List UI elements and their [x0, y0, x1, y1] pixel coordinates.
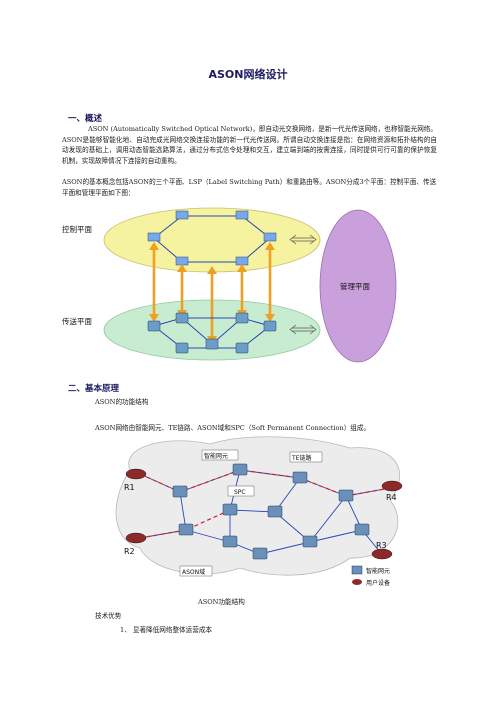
ason-function-structure-diagram: R1 R2 R3 R4 智能网元 TE链路 SPC ASON域 智能网元 用户设…	[115, 436, 403, 587]
router-r1-label: R1	[124, 483, 135, 492]
function-structure-label: ASON的功能结构	[95, 398, 149, 406]
legend-smart-ne-label: 智能网元	[366, 567, 390, 575]
document-title: ASON网络设计	[208, 68, 288, 81]
legend: 智能网元 用户设备	[351, 565, 390, 587]
section-heading-principle: 二、基本原理	[68, 384, 120, 394]
ason-domain-callout: ASON域	[182, 568, 205, 576]
advantage-item-1: 1、 显著降低网络整体运营成本	[120, 626, 213, 634]
ason-domain-cloud	[115, 436, 400, 576]
transport-plane-label: 传送平面	[62, 316, 92, 326]
figure-caption: ASON功能结构	[198, 598, 245, 606]
transport-plane-nodes	[147, 312, 277, 354]
control-plane-label: 控制平面	[62, 224, 92, 234]
ason-planes-diagram: 控制平面 传送平面 管理平面	[62, 207, 397, 363]
legend-smart-ne-icon	[351, 565, 363, 575]
composition-text: ASON网络由智能网元、TE链路、ASON域和SPC（Soft Permanen…	[95, 424, 371, 432]
control-plane-nodes	[147, 210, 277, 266]
management-arrows	[289, 234, 317, 335]
spc-callout: SPC	[234, 489, 246, 496]
tech-advantage-heading: 技术优势	[95, 612, 122, 620]
overview-paragraph: ASON (Automatically Switched Optical Net…	[62, 125, 437, 165]
legend-user-device-label: 用户设备	[366, 579, 390, 587]
user-device-routers	[125, 468, 403, 560]
legend-user-device-icon	[352, 579, 362, 585]
plane-arrows	[152, 246, 272, 340]
smart-ne-callout: 智能网元	[204, 452, 228, 460]
section-heading-overview: 一、概述	[68, 114, 103, 124]
router-r4-label: R4	[386, 493, 397, 502]
smart-ne-nodes	[172, 463, 370, 560]
overview-paragraph-planes: ASON的基本概念包括ASON的三个平面、LSP（Label Switching…	[62, 178, 437, 197]
management-plane-ellipse	[319, 209, 397, 363]
management-plane-label: 管理平面	[340, 281, 370, 291]
te-link-callout: TE链路	[291, 454, 311, 462]
router-r2-label: R2	[124, 547, 135, 556]
router-r3-label: R3	[376, 541, 387, 550]
